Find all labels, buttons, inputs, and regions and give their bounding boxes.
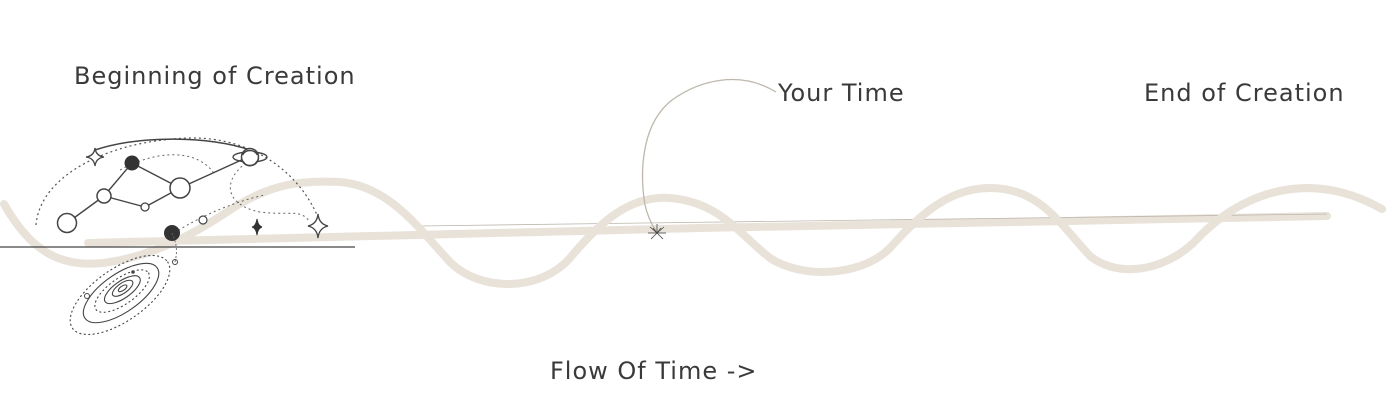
planet-icon [232,147,268,167]
galaxy-icon [69,254,171,336]
time-wave [0,177,1386,288]
beginning-of-creation-label: Beginning of Creation [74,62,356,90]
star-open-tiny [198,215,208,225]
star-open-small [140,202,150,212]
galaxy-dot [84,293,90,299]
star-open-right [169,177,191,199]
dotted-curve-3 [169,194,266,237]
sparkle-star-icon [307,213,329,239]
star-open-large [56,212,78,234]
creation-dome [35,137,321,226]
star-filled-top [124,155,140,171]
dotted-curve-2 [229,159,311,223]
sparkle-star-icon [85,147,105,167]
your-time-label: Your Time [778,79,905,107]
timeline-band [84,212,1331,247]
sparkle-star-icon [251,218,263,236]
flow-of-time-label: Flow Of Time -> [550,357,758,385]
your-time-pointer [641,78,777,232]
dotted-curve-1 [119,154,216,176]
burst-icon [648,224,666,240]
creation-arc [94,138,251,151]
timeline-center-line [419,213,1328,227]
end-of-creation-label: End of Creation [1144,79,1345,107]
galaxy-dot [131,270,135,274]
star-open-medium [96,188,112,204]
